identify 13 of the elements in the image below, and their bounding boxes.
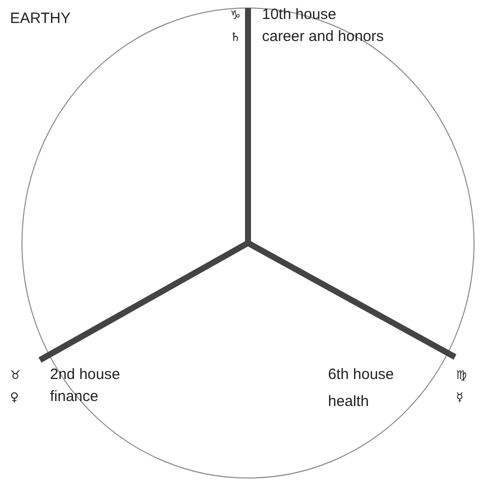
planet-symbol: ♀ xyxy=(10,389,19,406)
sign-symbol: ♉ xyxy=(10,367,21,384)
house-description: finance xyxy=(50,388,98,406)
sign-symbol: ♑ xyxy=(230,7,241,24)
title: EARTHY xyxy=(10,10,71,28)
house-description: health xyxy=(328,393,369,411)
house-label: 6th house xyxy=(328,366,394,384)
sign-symbol: ♍ xyxy=(456,367,467,384)
house-description: career and honors xyxy=(262,28,384,46)
planet-symbol: ♄ xyxy=(230,29,241,46)
house-label: 2nd house xyxy=(50,366,120,384)
house-label: 10th house xyxy=(262,6,336,24)
planet-symbol: ☿ xyxy=(456,389,464,406)
